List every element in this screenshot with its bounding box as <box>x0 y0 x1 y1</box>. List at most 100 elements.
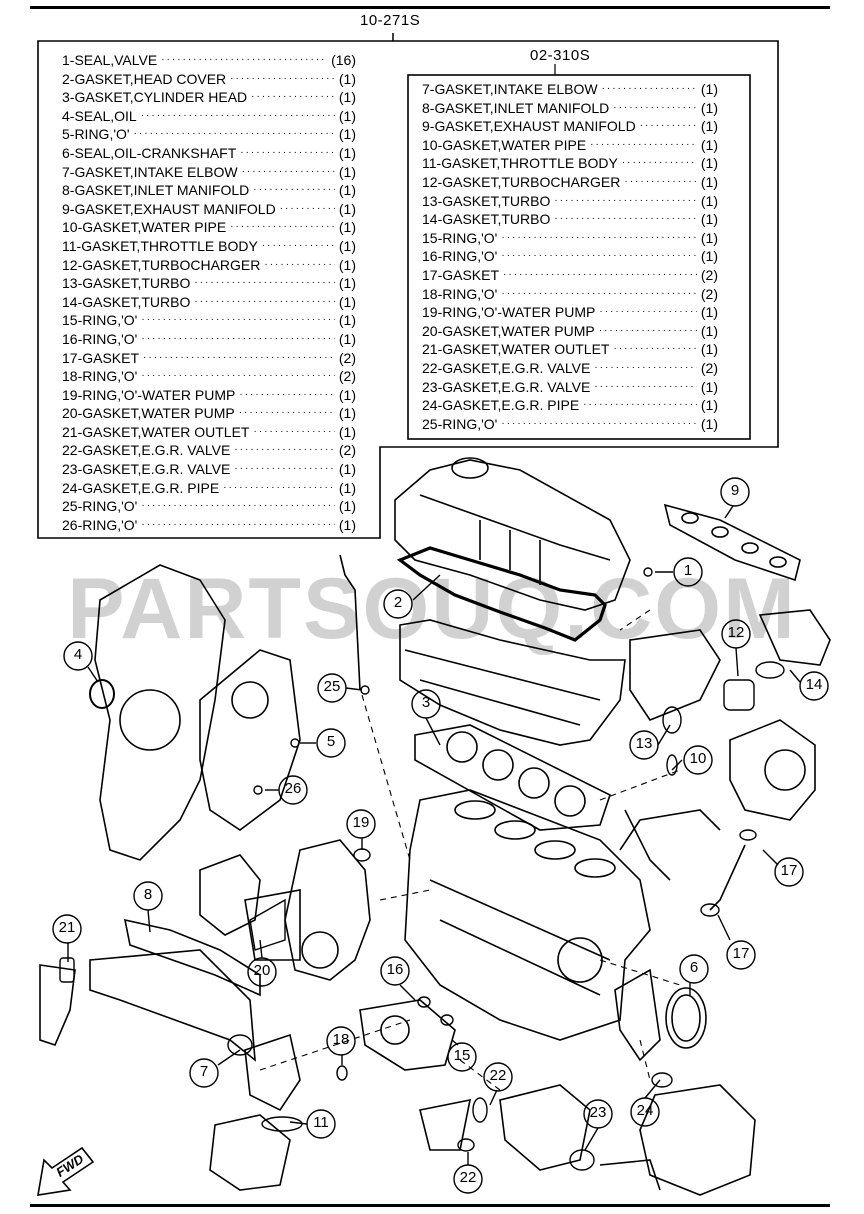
part-name: 2-GASKET,HEAD COVER <box>62 70 227 87</box>
part-name: 23-GASKET,E.G.R. VALVE <box>62 461 231 478</box>
kit-list-row: 19-RING,'O'-WATER PUMP(1) <box>62 386 356 405</box>
part-name: 20-GASKET,WATER PUMP <box>422 322 595 339</box>
callout-number: 23 <box>589 1104 607 1121</box>
part-qty: (1) <box>700 322 718 339</box>
callout-number: 16 <box>386 961 404 978</box>
kit-list-row: 13-GASKET,TURBO(1) <box>422 192 718 211</box>
inlet-manifold <box>89 918 261 1062</box>
part-name: 1-SEAL,VALVE <box>62 52 158 68</box>
part-name: 25-RING,'O' <box>422 415 498 432</box>
part-qty: (16) <box>331 52 356 68</box>
kit-list-row: 9-GASKET,EXHAUST MANIFOLD(1) <box>422 117 718 136</box>
part-qty: (1) <box>338 144 356 161</box>
part-name: 12-GASKET,TURBOCHARGER <box>422 173 621 190</box>
kit-list-row: 22-GASKET,E.G.R. VALVE (2) <box>422 359 718 378</box>
kit-list-row: 15-RING,'O'(1) <box>62 311 356 330</box>
main-kit-code: 10-271S <box>360 12 421 29</box>
part-name: 26-RING,'O' <box>62 516 138 533</box>
part-qty: (2) <box>700 266 718 283</box>
callout-number: 25 <box>323 678 341 695</box>
kit-list-row: 10-GASKET,WATER PIPE(1) <box>62 218 356 237</box>
part-name: 11-GASKET,THROTTLE BODY <box>422 155 618 172</box>
part-name: 14-GASKET,TURBO <box>422 211 551 228</box>
part-qty: (2) <box>700 359 718 376</box>
kit-list-row: 21-GASKET,WATER OUTLET(1) <box>422 340 718 359</box>
egr-cooler <box>599 1084 756 1196</box>
part-qty: (1) <box>338 256 356 273</box>
part-name: 20-GASKET,WATER PUMP <box>62 405 235 422</box>
part-name: 13-GASKET,TURBO <box>62 275 191 292</box>
part-qty: (1) <box>700 304 718 321</box>
kit-list-row: 18-RING,'O' (2) <box>62 367 356 386</box>
callout-number: 22 <box>489 1067 507 1084</box>
part-name: 18-RING,'O' <box>62 368 138 385</box>
part-qty: (1) <box>700 118 718 135</box>
kit-list-row: 10-GASKET,WATER PIPE(1) <box>422 136 718 155</box>
part-name: 15-RING,'O' <box>62 312 138 329</box>
callout-number: 17 <box>780 862 798 879</box>
kit-list-row: 26-RING,'O' (1) <box>62 516 356 535</box>
water-pipe <box>619 809 721 881</box>
part-qty: (1) <box>700 397 718 414</box>
callout-number: 10 <box>689 750 707 767</box>
part-name: 3-GASKET,CYLINDER HEAD <box>62 89 248 106</box>
part-name: 21-GASKET,WATER OUTLET <box>422 341 610 358</box>
part-qty: (1) <box>700 155 718 172</box>
part-name: 7-GASKET,INTAKE ELBOW <box>62 163 238 180</box>
callout-number: 19 <box>352 814 370 831</box>
kit-list-row: 19-RING,'O'-WATER PUMP (1) <box>422 303 718 322</box>
part-qty: (1) <box>338 70 356 87</box>
part-name: 9-GASKET,EXHAUST MANIFOLD <box>62 200 276 217</box>
part-qty: (1) <box>338 498 356 515</box>
valve-cover <box>394 457 631 611</box>
part-qty: (1) <box>338 516 356 533</box>
turbocharger <box>629 609 831 821</box>
part-name: 4-SEAL,OIL <box>62 107 137 124</box>
part-qty: (1) <box>700 173 718 190</box>
part-qty: (1) <box>700 81 718 97</box>
part-name: 12-GASKET,TURBOCHARGER <box>62 256 261 273</box>
part-name: 6-SEAL,OIL-CRANKSHAFT <box>62 144 237 161</box>
part-qty: (2) <box>338 349 356 366</box>
part-name: 22-GASKET,E.G.R. VALVE <box>422 359 591 376</box>
part-qty: (2) <box>338 368 356 385</box>
kit-list-row: 17-GASKET(2) <box>62 349 356 368</box>
sub-kit-list: 7-GASKET,INTAKE ELBOW(1)8-GASKET,INLET M… <box>422 80 718 433</box>
kit-list-row: 11-GASKET,THROTTLE BODY (1) <box>62 237 356 256</box>
callout-number: 17 <box>732 945 750 962</box>
kit-list-row: 20-GASKET,WATER PUMP(1) <box>62 404 356 423</box>
part-name: 14-GASKET,TURBO <box>62 293 191 310</box>
kit-list-row: 18-RING,'O'(2) <box>422 285 718 304</box>
kit-list-row: 22-GASKET,E.G.R. VALVE(2) <box>62 441 356 460</box>
sub-kit-code: 02-310S <box>530 47 591 64</box>
timing-cover-inner <box>199 649 301 831</box>
kit-list-row: 16-RING,'O'(1) <box>422 247 718 266</box>
callout-number: 5 <box>326 733 336 750</box>
top-rule <box>30 6 830 9</box>
part-name: 19-RING,'O'-WATER PUMP <box>422 304 596 321</box>
part-name: 10-GASKET,WATER PIPE <box>62 219 227 236</box>
part-name: 11-GASKET,THROTTLE BODY <box>62 237 258 254</box>
callout-number: 8 <box>143 886 153 903</box>
kit-list-row: 23-GASKET,E.G.R. VALVE(1) <box>422 378 718 397</box>
kit-list-row: 23-GASKET,E.G.R. VALVE(1) <box>62 460 356 479</box>
part-qty: (1) <box>338 237 356 254</box>
assembly-lines <box>259 609 681 1091</box>
bottom-rule <box>30 1204 830 1207</box>
cylinder-head <box>399 619 626 746</box>
kit-list-row: 13-GASKET,TURBO(1) <box>62 274 356 293</box>
part-qty: (1) <box>338 163 356 180</box>
throttle-body <box>209 1033 301 1191</box>
kit-list-row: 20-GASKET,WATER PUMP (1) <box>422 322 718 341</box>
head-cover-gasket <box>396 546 607 642</box>
part-qty: (1) <box>338 89 356 106</box>
part-name: 8-GASKET,INLET MANIFOLD <box>422 99 610 116</box>
callout-number: 22 <box>459 1169 477 1186</box>
fwd-arrow <box>37 1146 95 1196</box>
part-name: 18-RING,'O' <box>422 285 498 302</box>
callout-number: 7 <box>199 1063 209 1080</box>
kit-list-row: 8-GASKET,INLET MANIFOLD(1) <box>62 181 356 200</box>
part-name: 23-GASKET,E.G.R. VALVE <box>422 378 591 395</box>
kit-list-row: 7-GASKET,INTAKE ELBOW (1) <box>62 163 356 182</box>
